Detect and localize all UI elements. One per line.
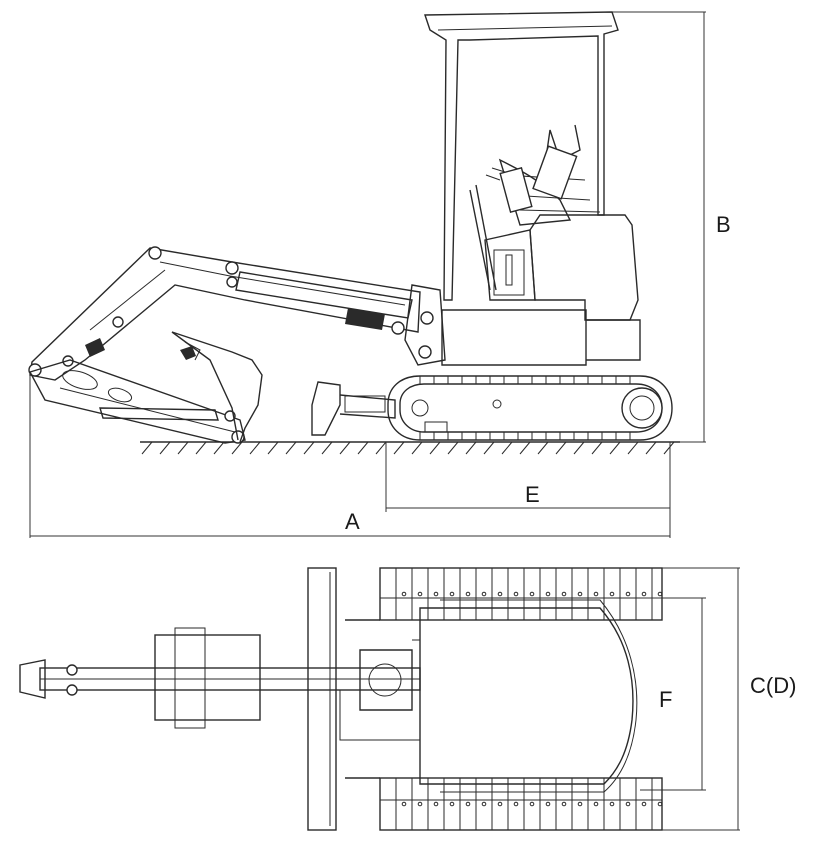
boom-cylinder: [235, 271, 413, 335]
upper-structure: [441, 214, 641, 366]
top-view: [19, 567, 740, 831]
dimension-label-e: E: [525, 482, 540, 507]
upper-body-top: [412, 599, 638, 793]
dimension-label-f: F: [659, 687, 673, 712]
dimension-lines-top: [640, 567, 740, 831]
arm: [28, 338, 246, 444]
undercarriage-frame: [339, 619, 421, 779]
dozer-blade: [311, 381, 396, 436]
swing-bracket: [404, 284, 446, 366]
boom: [28, 246, 421, 381]
left-track-top: [379, 567, 663, 621]
boom-arm-top: [19, 627, 421, 729]
right-track-top: [379, 777, 663, 831]
dimension-lines-side: [29, 11, 706, 538]
dimension-label-b: B: [716, 212, 731, 237]
operator-controls: [469, 124, 601, 291]
dimension-label-c-d: C(D): [750, 673, 797, 698]
crawler-track: [387, 375, 673, 441]
bucket: [171, 331, 263, 443]
canopy: [424, 11, 619, 301]
blade-top: [307, 567, 337, 831]
side-view: [28, 11, 706, 538]
ground-line: [140, 441, 680, 455]
dimension-label-a: A: [345, 509, 360, 534]
